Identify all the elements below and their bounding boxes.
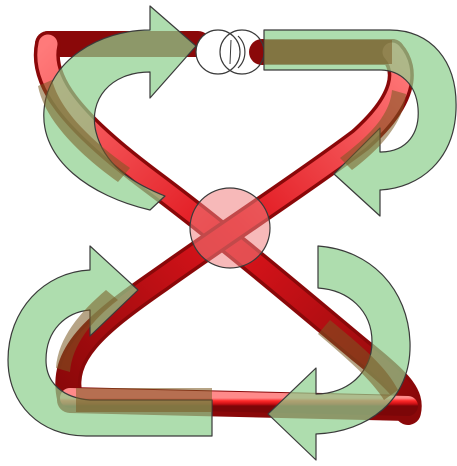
overlap-top-right bbox=[264, 40, 392, 64]
crossing-circle bbox=[190, 188, 270, 268]
ring-left bbox=[196, 30, 240, 74]
overlap-bottom-left bbox=[76, 388, 212, 412]
